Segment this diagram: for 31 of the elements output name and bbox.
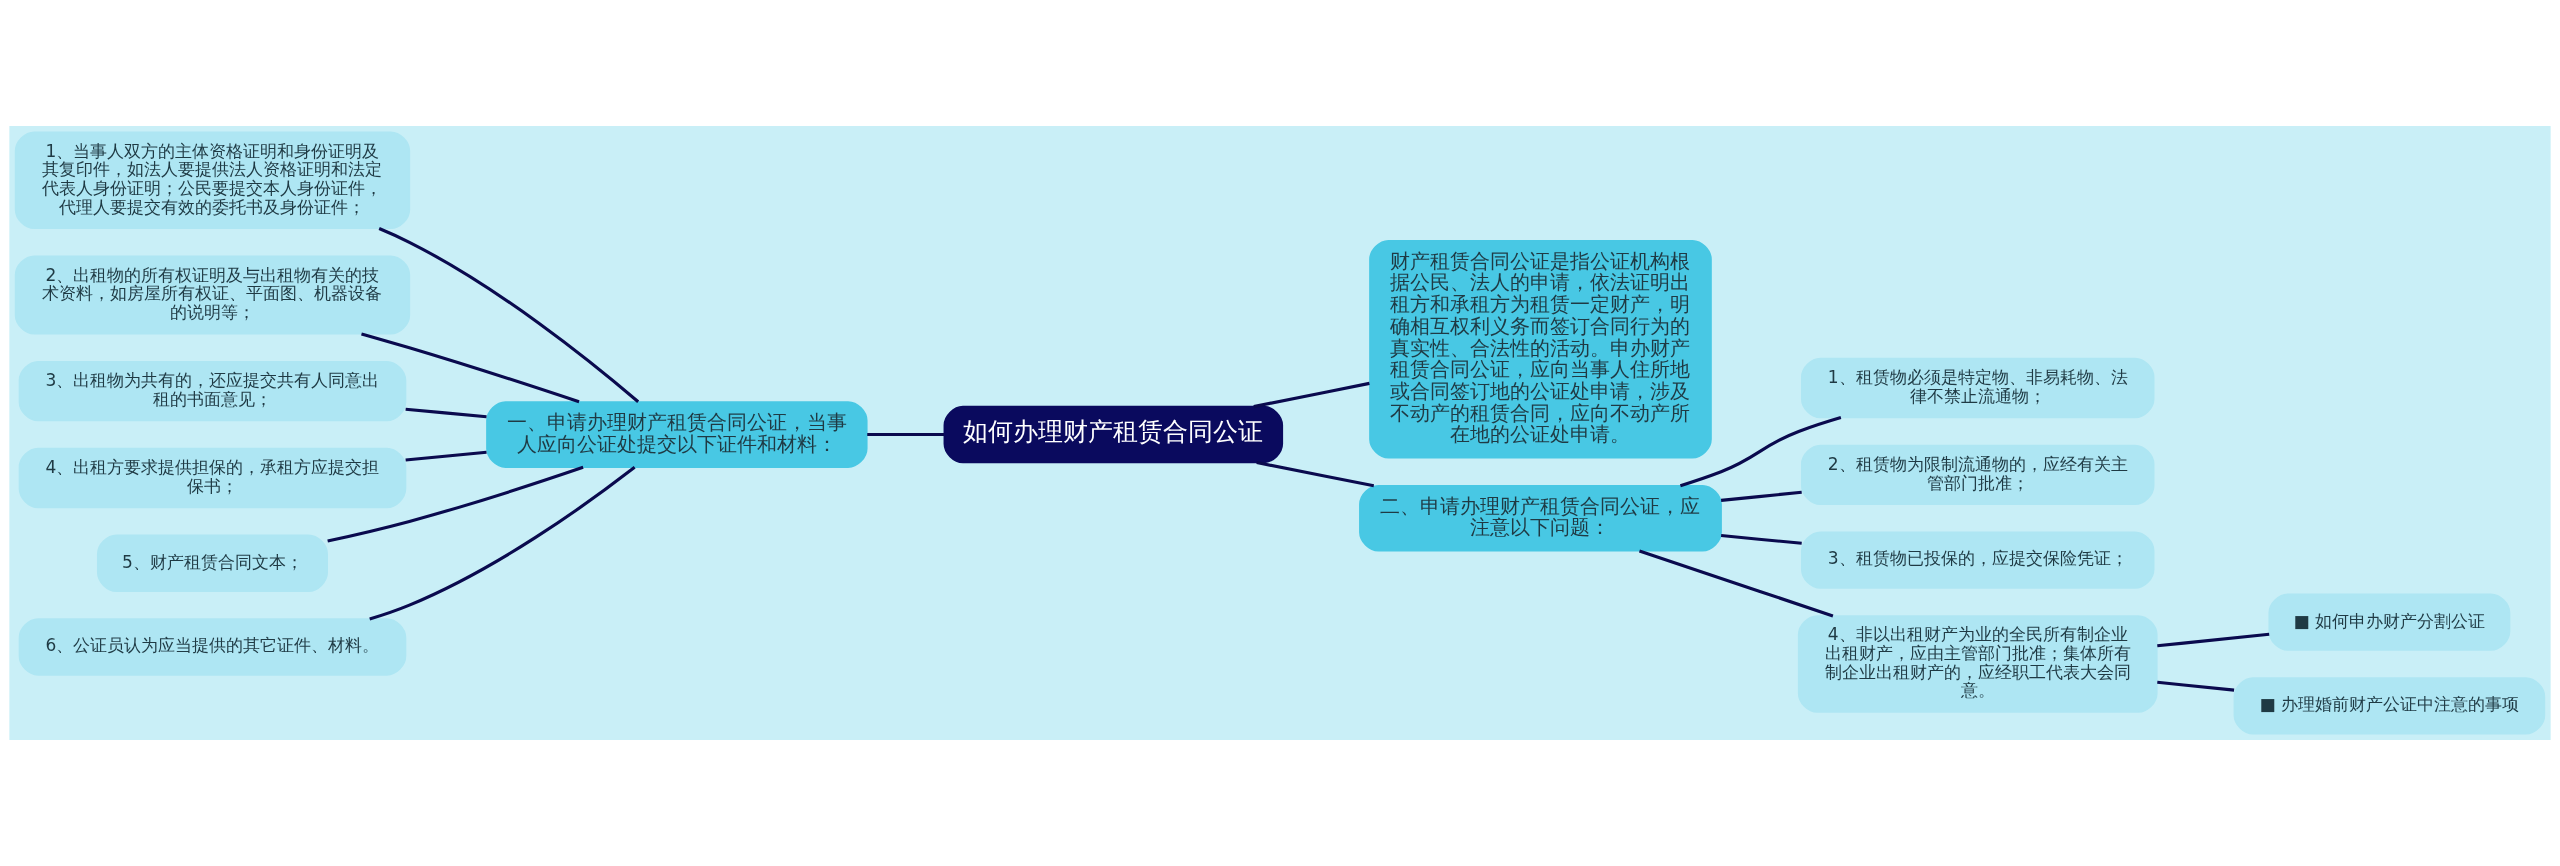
connector <box>369 466 636 621</box>
node-box: ■ 如何申办财产分割公证 <box>2268 593 2511 651</box>
node-box: ■ 办理婚前财产公证中注意的事项 <box>2233 677 2546 735</box>
connector <box>2157 680 2235 692</box>
connector <box>361 332 580 404</box>
connector <box>378 227 640 403</box>
connector <box>1679 416 1842 488</box>
node-box: 二、申请办理财产租赁合同公证，应注意以下问题： <box>1359 484 1722 552</box>
connector <box>2157 632 2270 648</box>
connector <box>1720 534 1802 545</box>
connector <box>405 407 487 419</box>
node-box: 1、租赁物必须是特定物、非易耗物、法律不禁止流通物； <box>1800 357 2155 419</box>
node-box: 5、财产租赁合同文本； <box>96 534 328 592</box>
node-box: 2、出租物的所有权证明及与出租物有关的技术资料，如房屋所有权证、平面图、机器设备的说明等； <box>14 255 411 335</box>
connector <box>1638 549 1834 618</box>
node-box: 财产租赁合同公证是指公证机构根据公民、法人的申请，依法证明出租方和承租方为租赁一定财产，明确相互权利义务而签订合同行为的真实性、合法性的活动。申办财产租赁合同公证，应向当事人住所地或合同签订地的公证处申请，涉及不动产的租赁合同，应向不动产所在地的公证处申请。 <box>1369 239 1712 459</box>
connector <box>327 465 584 543</box>
node-box: 3、出租物为共有的，还应提交共有人同意出租的书面意见； <box>18 360 407 422</box>
connector <box>1720 490 1802 502</box>
node-box: 3、租赁物已投保的，应提交保险凭证； <box>1800 531 2155 589</box>
node-box: 如何办理财产租赁合同公证 <box>943 405 1284 464</box>
node-box: 4、出租方要求提供担保的，承租方应提交担保书； <box>18 447 407 509</box>
connector <box>1253 381 1370 409</box>
connector <box>867 433 944 437</box>
connector <box>405 450 487 462</box>
node-box: 4、非以出租财产为业的全民所有制企业出租财产，应由主管部门批准；集体所有制企业出租财产的，应经职工代表大会同意。 <box>1797 615 2158 713</box>
node-box: 一、申请办理财产租赁合同公证，当事人应向公证处提交以下证件和材料： <box>486 401 868 468</box>
node-box: 2、租赁物为限制流通物的，应经有关主管部门批准； <box>1800 444 2155 506</box>
node-box: 6、公证员认为应当提供的其它证件、材料。 <box>18 618 407 676</box>
connector <box>1256 461 1375 488</box>
node-box: 1、当事人双方的主体资格证明和身份证明及其复印件，如法人要提供法人资格证明和法定代表人身份证明；公民要提交本人身份证件，代理人要提交有效的委托书及身份证件； <box>14 131 411 230</box>
